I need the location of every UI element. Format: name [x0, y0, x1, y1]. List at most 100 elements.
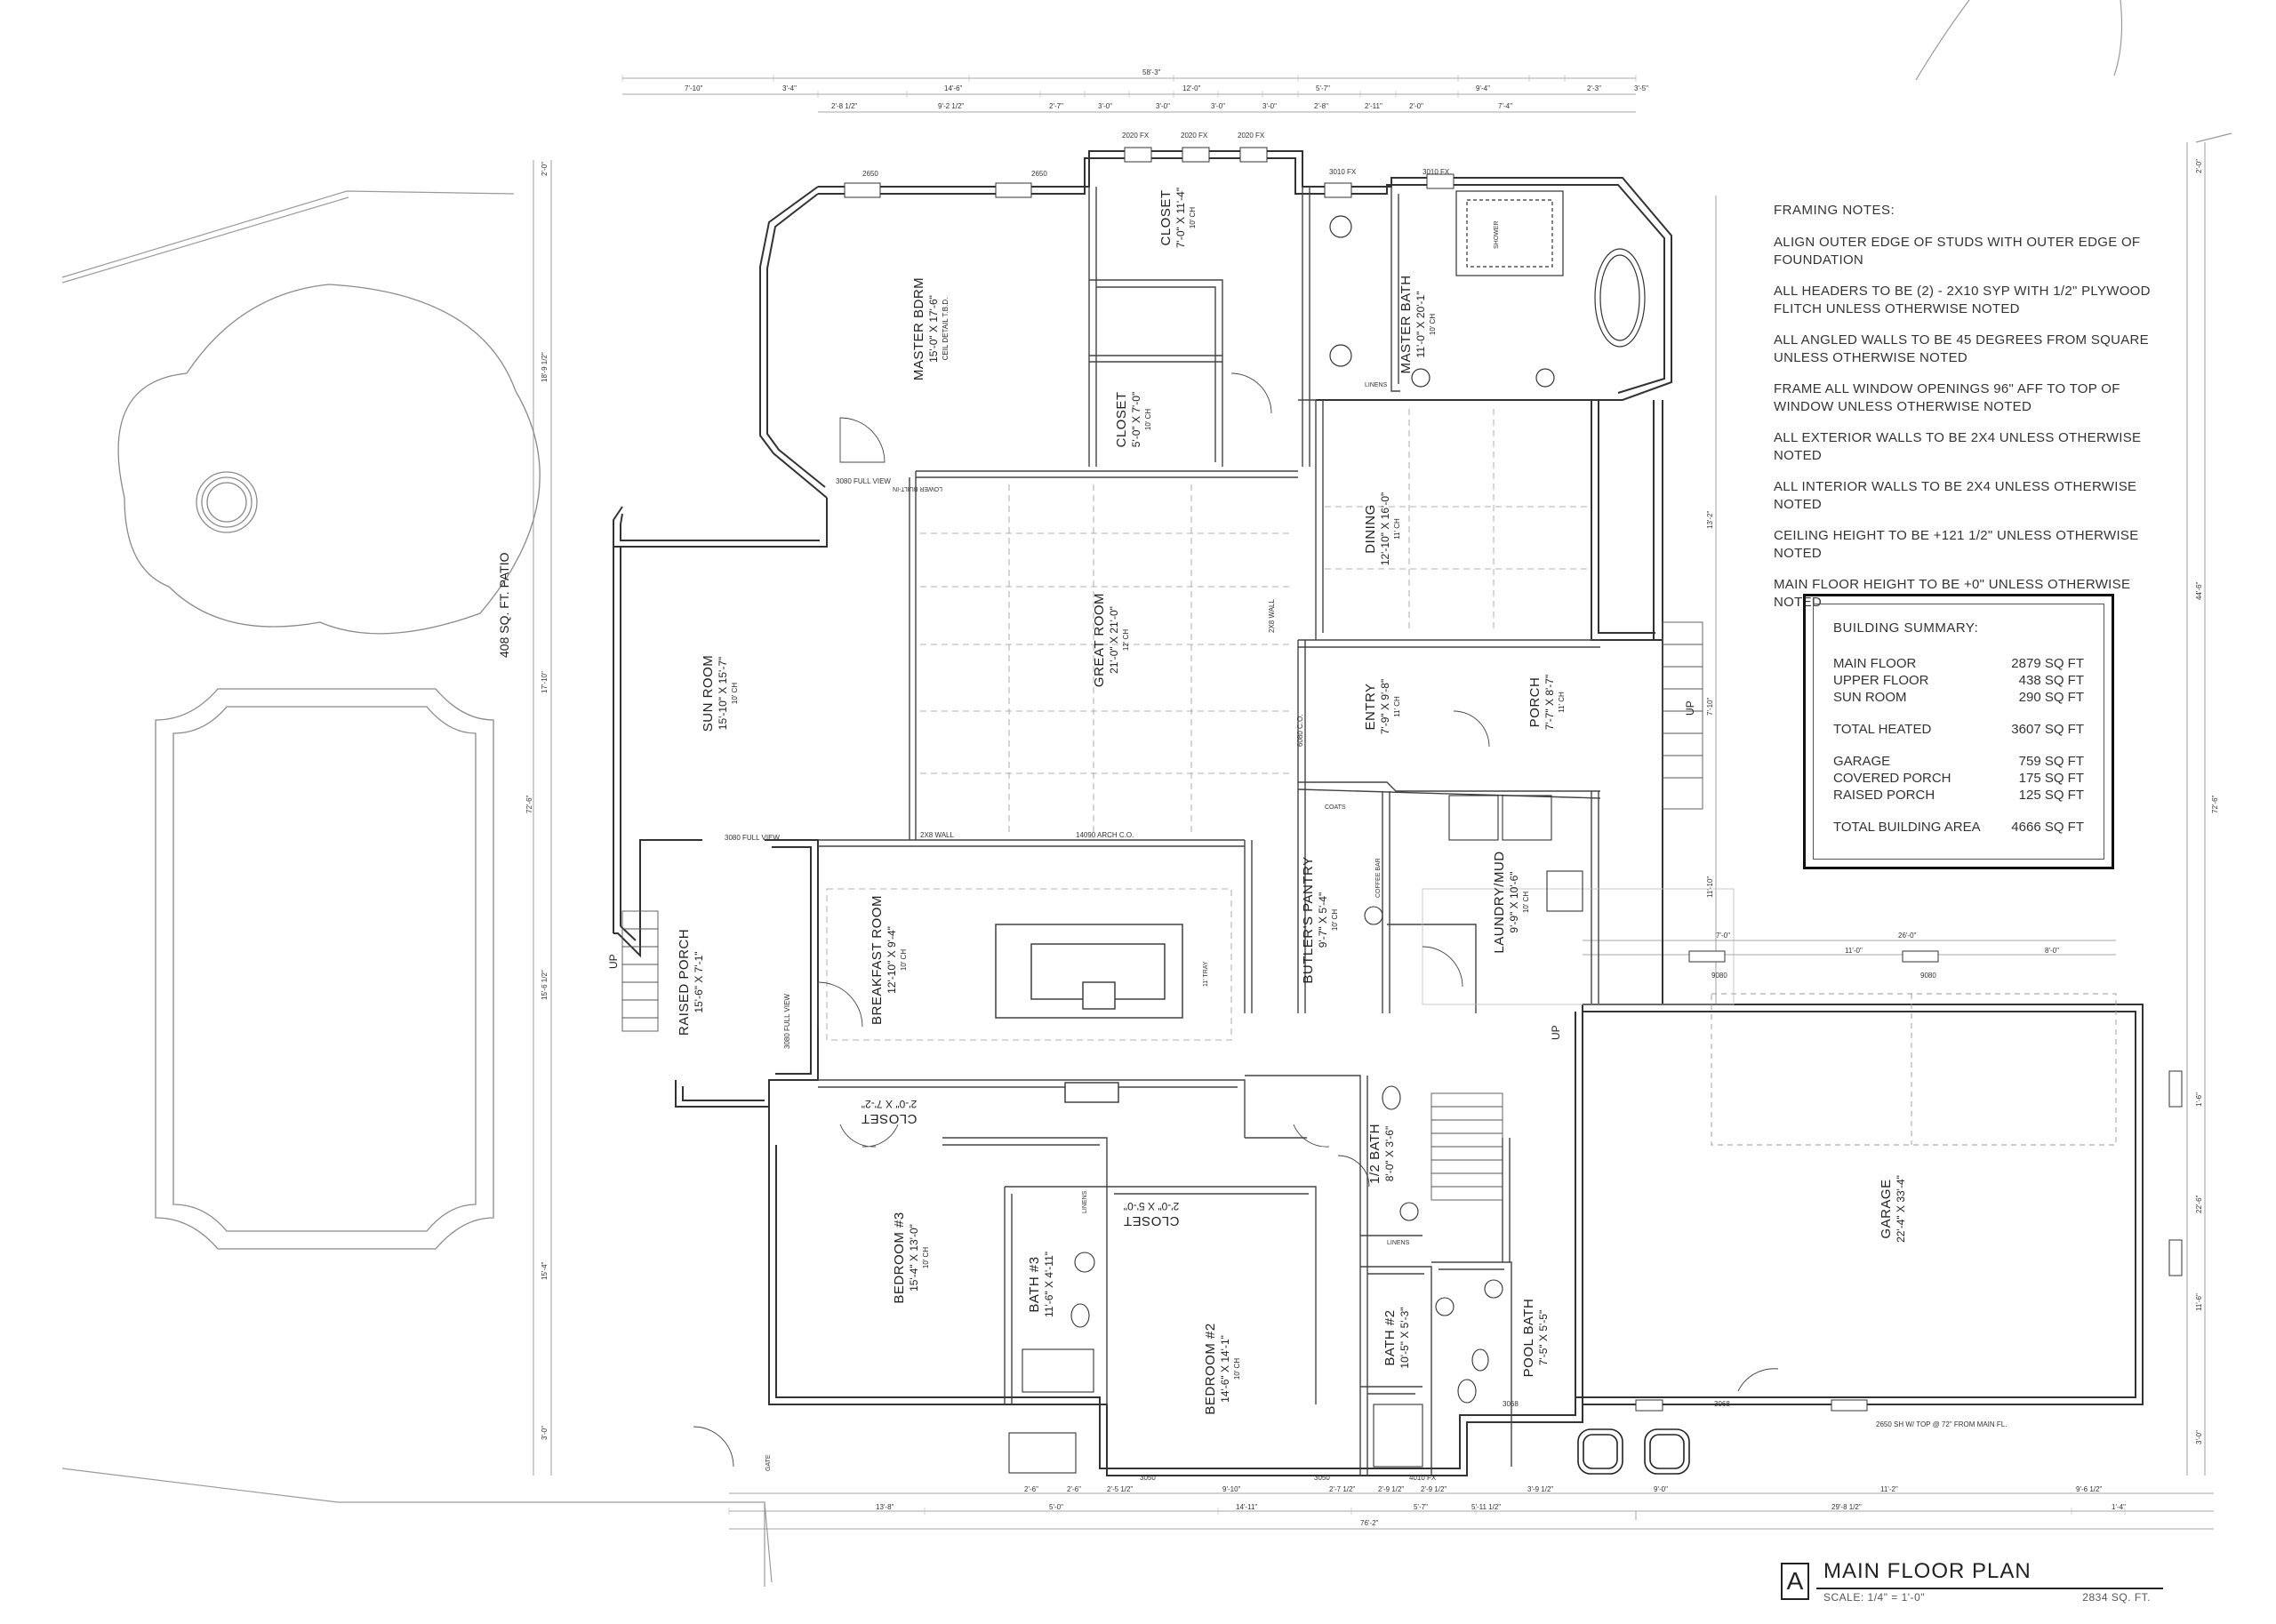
sheet-scale: SCALE: 1/4" = 1'-0"	[1823, 1591, 1926, 1604]
closet-d-name: CLOSET	[1123, 1213, 1179, 1228]
dim-garage-top-3: 8'-0"	[2045, 947, 2059, 955]
wall-2x8-label-a: 2X8 WALL	[920, 831, 954, 839]
great-room-dims: 21'-0" X 21'-0"	[1108, 606, 1120, 674]
entry-ceiling: 11' CH	[1393, 696, 1401, 717]
sheet-letter: A	[1781, 1563, 1809, 1600]
window-3010fx-1: 3010 FX	[1329, 168, 1357, 176]
patio	[117, 284, 541, 635]
linens-label-1: LINENS	[1365, 382, 1388, 388]
bedroom2-ceiling: 10' CH	[1233, 1358, 1241, 1380]
summary-value: 4666 SQ FT	[2011, 820, 2084, 835]
summary-label: TOTAL BUILDING AREA	[1833, 820, 1981, 835]
room-great-room: GREAT ROOM 21'-0" X 21'-0" 12' CH	[1092, 593, 1130, 687]
summary-value: 290 SQ FT	[2018, 690, 2084, 705]
window-2020fx-1: 2020 FX	[1122, 132, 1150, 140]
room-porch: PORCH 7'-7" X 8'-7" 11' CH	[1527, 675, 1566, 730]
dim-top1-7: 3'-5"	[1634, 84, 1648, 92]
up-label-1: UP	[607, 954, 620, 969]
dim-top1-2: 14'-6"	[944, 84, 963, 92]
pool-bath-name: POOL BATH	[1521, 1299, 1536, 1378]
bath3-name: BATH #3	[1027, 1256, 1042, 1312]
dining-name: DINING	[1363, 504, 1378, 554]
butlers-dims: 9'-7" X 5'-4"	[1317, 892, 1329, 948]
laundry-ceiling: 10' CH	[1522, 892, 1530, 913]
full-view-label-2: 3080 FULL VIEW	[725, 834, 780, 842]
interior-walls	[818, 187, 1601, 1476]
dim-top1-1: 3'-4"	[782, 84, 797, 92]
lower-builtin-label: LOWER BUILT-IN	[893, 485, 942, 492]
framing-note: MAIN FLOOR HEIGHT TO BE +0" UNLESS OTHER…	[1774, 577, 2131, 610]
title-underline	[1816, 1588, 2163, 1589]
dim-top1-5: 9'-4"	[1476, 84, 1490, 92]
master-bath-fixtures	[1329, 190, 1646, 388]
dim-top2-2: 2'-7"	[1049, 102, 1063, 110]
dim-bottom2-1: 2'-6"	[1067, 1485, 1081, 1493]
window-3050-b: 3050	[1314, 1474, 1330, 1482]
bedroom2-dims: 14'-6" X 14'-1"	[1219, 1335, 1231, 1403]
summary-label: SUN ROOM	[1833, 690, 1907, 705]
closet-c-dims: 2'-0" X 7'-2"	[862, 1098, 917, 1110]
summary-value: 2879 SQ FT	[2011, 656, 2084, 671]
window-marks	[844, 147, 2183, 1412]
dim-right-4: 11'-10"	[1706, 876, 1714, 898]
framing-note: ALIGN OUTER EDGE OF STUDS WITH OUTER EDG…	[1774, 235, 2141, 268]
ceiling-beams	[826, 409, 1735, 1041]
pool-bath-dims: 7'-5" X 5'-5"	[1537, 1310, 1550, 1365]
dim-bottom2-5: 2'-9 1/2"	[1378, 1485, 1404, 1493]
dim-top1-0: 7'-10"	[685, 84, 703, 92]
summary-value: 125 SQ FT	[2018, 788, 2084, 803]
dim-bottom2-9: 11'-2"	[1880, 1485, 1898, 1493]
breakfast-name: BREAKFAST ROOM	[870, 895, 885, 1025]
sheet-title: MAIN FLOOR PLAN	[1823, 1559, 2032, 1583]
dim-right-2: 13'-2"	[1706, 510, 1714, 529]
full-view-label-3: 3080 FULL VIEW	[783, 994, 791, 1049]
master-bath-name: MASTER BATH	[1398, 275, 1414, 373]
summary-label: COVERED PORCH	[1833, 771, 1951, 786]
closet-c-name: CLOSET	[861, 1111, 917, 1126]
framing-note: CEILING HEIGHT TO BE +121 1/2" UNLESS OT…	[1774, 528, 2139, 561]
framing-note: ALL ANGLED WALLS TO BE 45 DEGREES FROM S…	[1774, 332, 2149, 365]
room-bath2: BATH #2 10'-5" X 5'-3"	[1382, 1307, 1411, 1368]
bedroom3-ceiling: 10' CH	[922, 1247, 930, 1268]
dim-bottom1-5: 29'-8 1/2"	[1831, 1503, 1862, 1511]
kitchen-island	[995, 924, 1183, 1103]
dim-garage-top-0: 7'-0"	[1716, 932, 1730, 940]
room-raised-porch: RAISED PORCH 15'-6" X 7'-1"	[677, 929, 705, 1036]
bath2-name: BATH #2	[1382, 1309, 1398, 1365]
title-block: A MAIN FLOOR PLAN SCALE: 1/4" = 1'-0" 28…	[1781, 1557, 2163, 1604]
dim-left-4: 15'-6 1/2"	[541, 970, 549, 1000]
bedroom3-name: BEDROOM #3	[892, 1212, 907, 1303]
window-2650-sh: 2650 SH W/ TOP @ 72" FROM MAIN FL.	[1876, 1420, 2007, 1428]
room-bedroom3: BEDROOM #3 15'-4" X 13'-0" 10' CH	[892, 1212, 930, 1303]
dim-bottom2-4: 2'-7 1/2"	[1329, 1485, 1355, 1493]
wall-2x8-label-b: 2X8 WALL	[1268, 599, 1276, 633]
dim-top2-7: 2'-8"	[1314, 102, 1328, 110]
master-bdrm-name: MASTER BDRM	[911, 277, 926, 380]
dim-top1-6: 2'-3"	[1587, 84, 1601, 92]
opening-6080-co: 6080 C.O.	[1296, 715, 1304, 747]
master-bath-dims: 11'-0" X 20'-1"	[1414, 292, 1427, 358]
laundry-dims: 9'-9" X 10'-6"	[1508, 871, 1520, 932]
dim-bottom1-2: 14'-11"	[1236, 1503, 1257, 1511]
framing-note: ALL EXTERIOR WALLS TO BE 2X4 UNLESS OTHE…	[1774, 430, 2142, 463]
raised-porch-name: RAISED PORCH	[677, 929, 692, 1036]
up-label-3: UP	[1550, 1025, 1562, 1040]
dim-top2-4: 3'-0"	[1156, 102, 1170, 110]
arch-label: 14090 ARCH C.O.	[1076, 831, 1134, 839]
closet-d-dims: 2'-0" X 5'-0"	[1124, 1200, 1179, 1212]
dim-right-6: 1'-6"	[2195, 1092, 2203, 1107]
window-2650-a: 2650	[862, 170, 878, 178]
dim-bottom1-0: 13'-8"	[876, 1503, 894, 1511]
dim-bottom1-1: 5'-0"	[1049, 1503, 1063, 1511]
room-bedroom2: BEDROOM #2 14'-6" X 14'-1" 10' CH	[1203, 1323, 1241, 1414]
room-closet-a: CLOSET 7'-0" X 11'-4" 10' CH	[1158, 188, 1197, 248]
room-dining: DINING 12'-10" X 16'-0" 11' CH	[1363, 492, 1401, 565]
summary-label: UPPER FLOOR	[1833, 673, 1929, 688]
entry-dims: 7'-9" X 9'-8"	[1379, 679, 1391, 734]
